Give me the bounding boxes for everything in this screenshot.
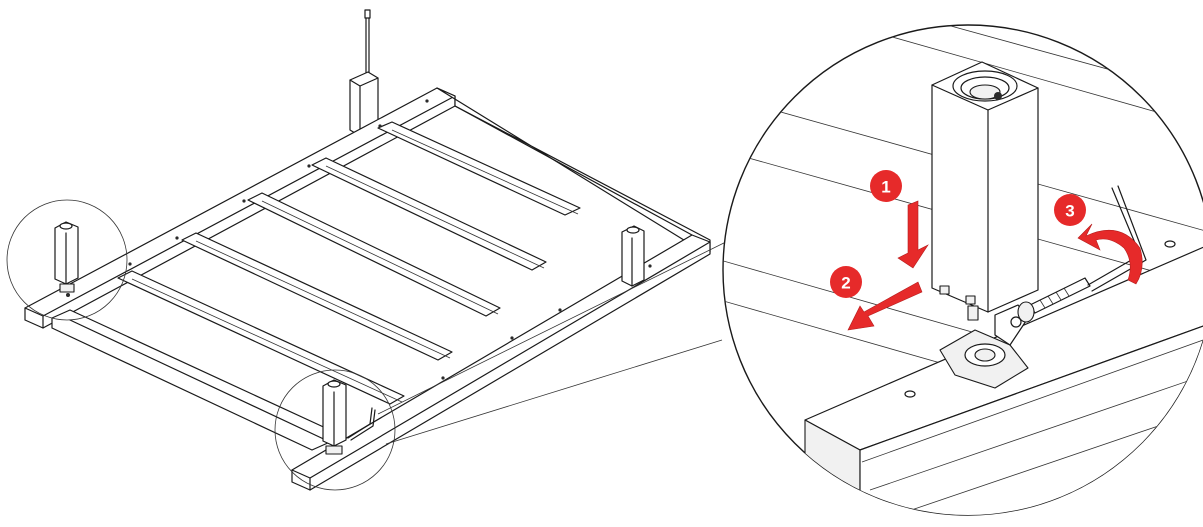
bolt-holes bbox=[128, 99, 652, 380]
zoom-detail: 1 2 3 bbox=[722, 24, 1203, 516]
leg-back bbox=[349, 9, 379, 137]
cross-slats bbox=[117, 121, 581, 405]
detail-circle-left bbox=[6, 199, 128, 321]
frame-overview bbox=[6, 9, 739, 491]
rail-front-right bbox=[291, 234, 711, 491]
step-2-slide-arrow: 2 bbox=[830, 266, 923, 331]
zoom-bracket bbox=[939, 304, 1029, 389]
step-1-badge: 1 bbox=[881, 178, 890, 197]
step-1-push-arrow: 1 bbox=[870, 170, 929, 269]
step-3-badge: 3 bbox=[1065, 202, 1074, 221]
zoom-leg bbox=[931, 61, 1039, 313]
detail-circle-front bbox=[274, 369, 396, 491]
leg-right bbox=[621, 225, 645, 287]
step-2-badge: 2 bbox=[841, 274, 850, 293]
zoom-bolt bbox=[1017, 277, 1091, 323]
step-3-rotate-arrow: 3 bbox=[1054, 194, 1143, 285]
zoom-leader-lines bbox=[377, 235, 739, 445]
rail-front bbox=[51, 309, 331, 451]
